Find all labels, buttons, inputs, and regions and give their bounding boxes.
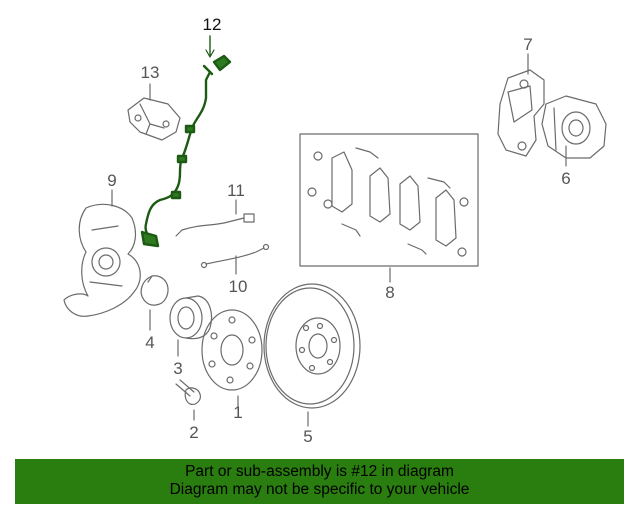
callout-6[interactable]: 6 [561, 169, 571, 188]
banner-line-1: Part or sub-assembly is #12 in diagram [185, 463, 454, 480]
callout-2[interactable]: 2 [189, 423, 199, 442]
wheel-hub-part-1[interactable] [201, 309, 263, 391]
sensor-bracket-part-13[interactable] [127, 97, 181, 141]
callout-13[interactable]: 13 [140, 63, 160, 82]
snap-ring-part-4[interactable] [140, 275, 169, 306]
hub-bolt-part-2[interactable] [175, 379, 201, 405]
callout-9[interactable]: 9 [107, 171, 117, 190]
info-banner: Part or sub-assembly is #12 in diagram D… [15, 459, 624, 504]
caliper-bracket-part-7[interactable] [497, 69, 545, 157]
callout-7[interactable]: 7 [523, 35, 533, 54]
callout-1[interactable]: 1 [233, 403, 243, 422]
callout-4[interactable]: 4 [145, 333, 155, 352]
callout-8[interactable]: 8 [385, 283, 395, 302]
wheel-bearing-part-3[interactable] [169, 295, 213, 340]
brake-parts-diagram [63, 35, 607, 427]
abs-sensor-wire-part-12[interactable] [140, 54, 232, 248]
brake-pad-kit-part-8[interactable] [299, 133, 479, 267]
callout-5[interactable]: 5 [303, 427, 313, 446]
callout-10[interactable]: 10 [228, 277, 248, 296]
brake-caliper-part-6[interactable] [541, 95, 607, 159]
wear-sensor-part-11[interactable] [175, 213, 255, 237]
banner-line-2: Diagram may not be specific to your vehi… [169, 481, 470, 498]
brake-rotor-part-5[interactable] [263, 283, 361, 409]
callout-12[interactable]: 12 [202, 15, 222, 34]
callout-11[interactable]: 11 [227, 181, 245, 200]
splash-shield-part-9[interactable] [63, 203, 141, 317]
callout-3[interactable]: 3 [173, 359, 183, 378]
wear-sensor-cable-part-10[interactable] [200, 243, 270, 269]
